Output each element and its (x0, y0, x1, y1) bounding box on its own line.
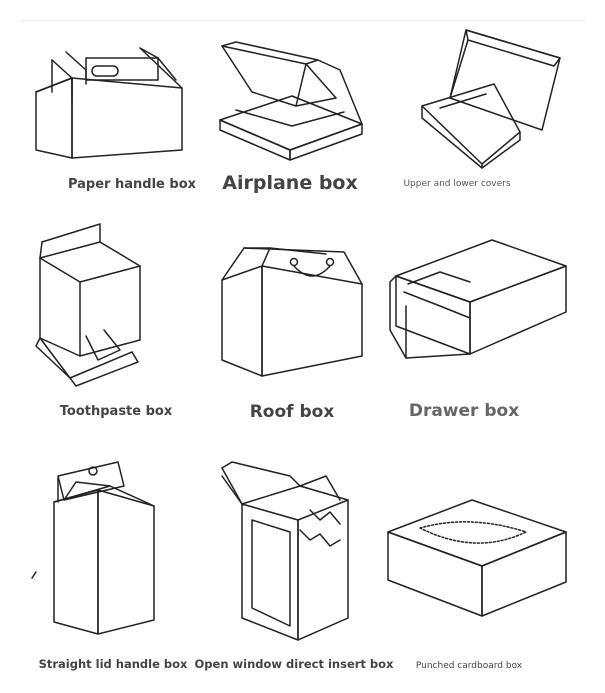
straight-lid-handle-box-drawing (31, 461, 155, 635)
airplane-box-label: Airplane box (222, 172, 358, 194)
punched-cardboard-box-drawing (387, 499, 567, 617)
toothpaste-box-drawing (35, 223, 141, 387)
paper-handle-box-drawing (35, 47, 183, 159)
roof-box-drawing (221, 247, 363, 377)
drawer-box-label: Drawer box (408, 401, 520, 421)
open-window-box-label: Open window direct insert box (194, 657, 394, 671)
roof-box-label: Roof box (249, 402, 335, 422)
upper-lower-covers-label: Upper and lower covers (403, 179, 511, 189)
airplane-box-drawing (219, 41, 363, 161)
paper-handle-box-label: Paper handle box (67, 177, 197, 192)
open-window-box-drawing (221, 461, 349, 641)
upper-lower-covers-drawing (421, 29, 561, 169)
toothpaste-box-label: Toothpaste box (59, 404, 173, 419)
top-divider (20, 20, 585, 21)
straight-lid-handle-box-label: Straight lid handle box (38, 657, 188, 671)
drawer-box-drawing (389, 239, 567, 359)
punched-cardboard-box-label: Punched cardboard box (415, 661, 523, 671)
